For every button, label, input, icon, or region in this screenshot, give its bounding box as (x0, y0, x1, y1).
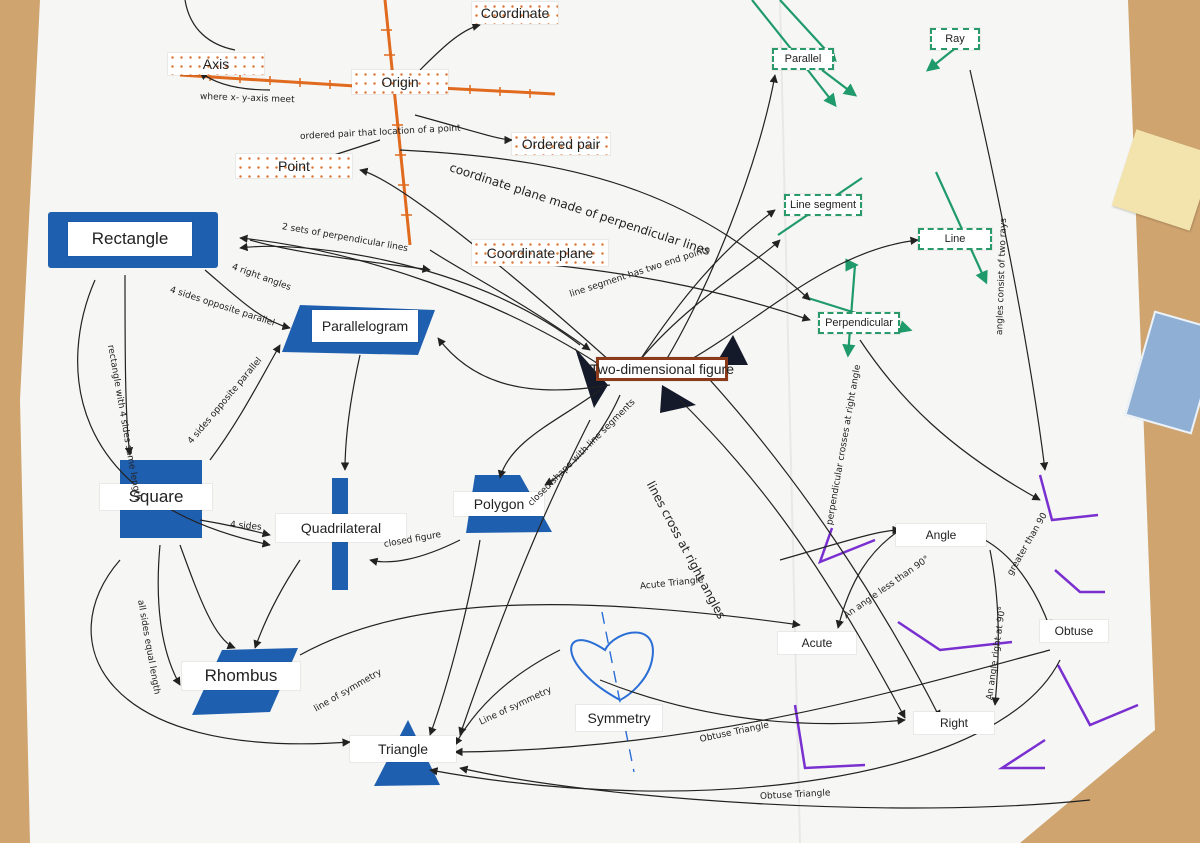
concept-coordinate-plane-label: Coordinate plane (486, 245, 594, 261)
concept-square: Square (100, 484, 212, 510)
concept-triangle-label: Triangle (377, 741, 429, 757)
top-left-curve (184, 0, 236, 51)
concept-square-label: Square (128, 487, 184, 506)
concept-two-dimensional-figure: Two-dimensional figure (590, 357, 734, 381)
concept-ray-label: Ray (945, 33, 965, 45)
concept-origin-label: Origin (381, 74, 419, 90)
concept-symmetry-label: Symmetry (587, 710, 651, 726)
axis-ticks (209, 29, 531, 216)
concept-symmetry: Symmetry (576, 705, 662, 731)
purple-angle-glyphs (793, 474, 1139, 770)
concept-line-label: Line (944, 233, 966, 245)
symmetry-heart (570, 611, 654, 773)
concept-perpendicular-label: Perpendicular (825, 317, 893, 329)
concept-rectangle: Rectangle (68, 222, 192, 256)
concept-line-segment: Line segment (784, 194, 862, 216)
concept-rhombus-label: Rhombus (204, 666, 278, 685)
concept-ordered-pair: Ordered pair (512, 133, 610, 155)
concept-axis-label: Axis (202, 56, 230, 72)
concept-rectangle-label: Rectangle (91, 229, 169, 248)
concept-obtuse-label: Obtuse (1054, 624, 1094, 638)
concept-right-label: Right (939, 716, 968, 730)
concept-acute: Acute (778, 632, 856, 654)
concept-perpendicular: Perpendicular (818, 312, 900, 334)
concept-angle: Angle (896, 524, 986, 546)
concept-parallel: Parallel (772, 48, 834, 70)
concept-point-label: Point (278, 158, 310, 174)
concept-parallelogram: Parallelogram (312, 310, 418, 342)
concept-right: Right (914, 712, 994, 734)
concept-triangle: Triangle (350, 736, 456, 762)
concept-axis: Axis (168, 53, 264, 75)
concept-coordinate-label: Coordinate (480, 5, 550, 21)
poster-paper (20, 0, 1155, 843)
concept-rhombus: Rhombus (182, 662, 300, 690)
concept-quadrilateral: Quadrilateral (276, 514, 406, 542)
concept-line-segment-label: Line segment (789, 199, 857, 211)
concept-polygon-label: Polygon (473, 496, 525, 512)
concept-ordered-pair-label: Ordered pair (521, 136, 601, 152)
concept-angle-label: Angle (925, 528, 957, 542)
concept-two-dimensional-figure-label: Two-dimensional figure (590, 361, 734, 377)
concept-line: Line (918, 228, 992, 250)
concept-point: Point (236, 154, 352, 178)
orange-axes (179, 0, 556, 246)
connection-arrows (77, 22, 1091, 809)
concept-origin: Origin (352, 70, 448, 94)
concept-ray: Ray (930, 28, 980, 50)
concept-coordinate: Coordinate (472, 2, 558, 24)
concept-parallel-label: Parallel (784, 53, 822, 65)
concept-obtuse: Obtuse (1040, 620, 1108, 642)
concept-polygon: Polygon (454, 492, 544, 516)
concept-coordinate-plane: Coordinate plane (472, 240, 608, 266)
concept-quadrilateral-label: Quadrilateral (300, 520, 382, 536)
concept-parallelogram-label: Parallelogram (321, 318, 409, 334)
concept-acute-label: Acute (801, 636, 833, 650)
paper-fold (779, 0, 801, 843)
